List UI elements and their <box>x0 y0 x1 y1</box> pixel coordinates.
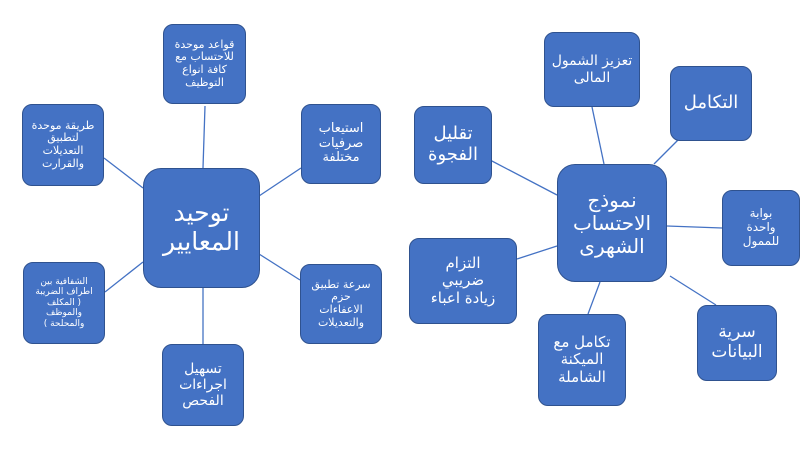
node-data-confidentiality: سرية البيانات <box>697 305 777 381</box>
connector <box>666 225 723 229</box>
connector <box>104 261 144 293</box>
connector <box>516 245 558 260</box>
connector <box>587 281 601 315</box>
connector <box>669 275 717 306</box>
hub-monthly-calculation-model: نموذج الاحتساب الشهرى <box>557 164 667 282</box>
connector <box>202 105 206 169</box>
node-unified-amendments-method: طريقة موحدة لتطبيق التعديلات والقرارت <box>22 104 104 186</box>
connector <box>258 167 302 197</box>
connector <box>489 159 558 196</box>
node-fast-exemption-packages: سرعة تطبيق حزم الاعفاءات والتعديلات <box>300 264 382 344</box>
node-financial-inclusion: تعزيز الشمول المالى <box>544 32 640 107</box>
connector <box>103 157 144 189</box>
node-integration: التكامل <box>670 66 752 141</box>
node-comprehensive-automation: تكامل مع الميكنة الشاملة <box>538 314 626 406</box>
node-unified-calculation-rules: قواعد موحدة للاحتساب مع كافة انواع التوظ… <box>163 24 246 104</box>
node-transparency-tax-parties: الشفافية بين اطراف الضريبة ( المكلف والم… <box>23 262 105 344</box>
node-tax-compliance: التزام ضريبي زيادة اعباء <box>409 238 517 324</box>
node-reduce-gap: تقليل الفجوة <box>414 106 492 184</box>
node-absorb-various-expenses: استيعاب صرفيات مختلفة <box>301 104 381 184</box>
hub-unify-standards: توحيد المعايير <box>143 168 260 288</box>
connector <box>591 106 605 165</box>
node-single-gateway: بوابة واحدة للممول <box>722 190 800 266</box>
connector <box>258 253 301 281</box>
node-ease-inspection-procedures: تسهيل اجراءات الفحص <box>162 344 244 426</box>
